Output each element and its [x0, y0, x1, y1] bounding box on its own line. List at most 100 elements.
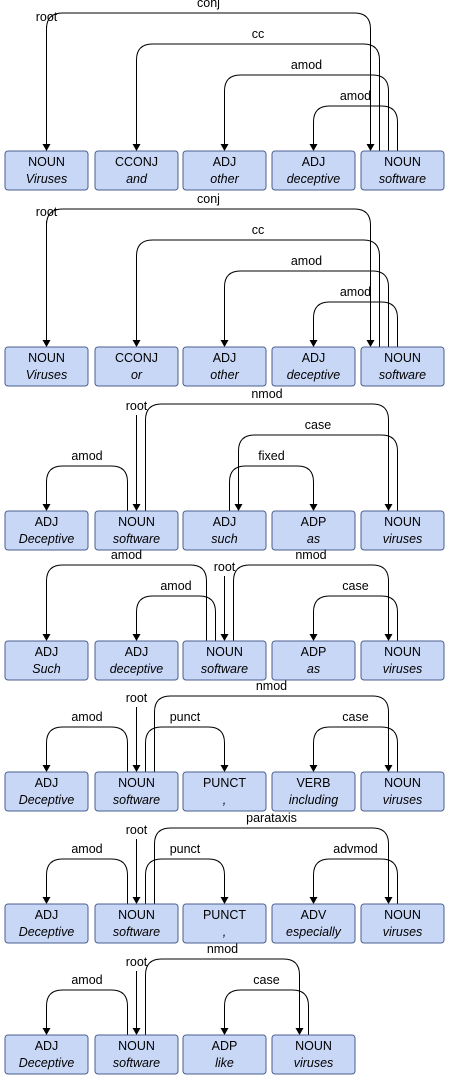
arc-label: nmod: [251, 387, 282, 401]
token-word: viruses: [383, 532, 423, 546]
token-pos: ADJ: [35, 645, 59, 659]
arrowhead-icon: [132, 504, 141, 511]
token-box-background: [360, 510, 445, 551]
token-box-background: [360, 150, 445, 191]
arc-nmod: [233, 564, 389, 641]
arc-case: [313, 595, 398, 641]
token-word: ,: [223, 925, 226, 939]
arc-conj: [46, 12, 371, 151]
token-pos: NOUN: [384, 908, 421, 922]
token-word: Viruses: [26, 172, 67, 186]
token-box-background: [4, 510, 89, 551]
arrowhead-icon: [132, 1028, 141, 1035]
token-box-background: [271, 903, 356, 944]
token-word: Such: [32, 662, 61, 676]
arc-label: amod: [71, 449, 102, 463]
token-pos: NOUN: [28, 351, 65, 365]
token-box-background: [182, 640, 267, 681]
token-box-background: [4, 1034, 89, 1075]
arc-label: cc: [252, 27, 265, 41]
arrowhead-icon: [220, 340, 229, 347]
arc-nmod: [145, 958, 300, 1035]
token-box-background: [360, 346, 445, 387]
arrowhead-icon: [42, 504, 51, 511]
token-box-background: [182, 903, 267, 944]
arc-label: case: [342, 710, 368, 724]
token-pos: NOUN: [206, 645, 243, 659]
token-word: or: [131, 368, 143, 382]
token-box: PUNCT,: [182, 903, 267, 944]
token-pos: PUNCT: [203, 776, 246, 790]
arrowhead-icon: [42, 765, 51, 772]
arc-amod: [46, 989, 128, 1035]
token-word: especially: [286, 925, 342, 939]
arc-punct: [145, 726, 225, 772]
arc-cc: [136, 239, 380, 347]
token-word: viruses: [383, 793, 423, 807]
root-label: root: [126, 823, 148, 837]
token-word: like: [215, 1056, 234, 1070]
token-pos: NOUN: [118, 776, 155, 790]
token-box-background: [182, 510, 267, 551]
token-pos: PUNCT: [203, 908, 246, 922]
arrowhead-icon: [132, 634, 141, 641]
root-label: root: [126, 691, 148, 705]
token-box-background: [360, 771, 445, 812]
arc-fixed: [229, 465, 314, 511]
token-box-background: [4, 346, 89, 387]
token-word: software: [379, 368, 426, 382]
arc-nmod: [154, 695, 389, 772]
token-box-background: [4, 150, 89, 191]
arrowhead-icon: [42, 340, 51, 347]
token-pos: ADJ: [35, 515, 59, 529]
arrowhead-icon: [42, 144, 51, 151]
token-word: viruses: [383, 925, 423, 939]
token-pos: NOUN: [384, 351, 421, 365]
token-box-background: [271, 346, 356, 387]
token-box-background: [271, 771, 356, 812]
arrowhead-icon: [132, 897, 141, 904]
arc-label: cc: [252, 223, 265, 237]
arc-label: punct: [170, 710, 201, 724]
token-box-background: [94, 150, 179, 191]
token-word: ,: [223, 793, 226, 807]
root-label: root: [126, 955, 148, 969]
arc-amod: [313, 105, 398, 151]
token-pos: CCONJ: [115, 155, 158, 169]
token-pos: NOUN: [384, 515, 421, 529]
token-pos: ADV: [301, 908, 327, 922]
token-box-background: [4, 903, 89, 944]
arc-amod: [136, 595, 216, 641]
token-box-background: [360, 640, 445, 681]
token-box: NOUN software: [94, 771, 179, 812]
token-word: software: [113, 793, 160, 807]
token-pos: ADP: [301, 645, 327, 659]
arc-label: advmod: [333, 842, 378, 856]
token-box: NOUN viruses: [360, 903, 445, 944]
arc-label: punct: [170, 842, 201, 856]
token-pos: NOUN: [118, 908, 155, 922]
token-word: deceptive: [110, 662, 164, 676]
token-word: deceptive: [287, 368, 341, 382]
token-word: other: [210, 172, 239, 186]
token-pos: ADJ: [35, 1039, 59, 1053]
token-box-background: [271, 1034, 356, 1075]
dependency-tree-1: conjccamodamodrootNOUNVirusesCCONJandADJ…: [4, 0, 445, 191]
